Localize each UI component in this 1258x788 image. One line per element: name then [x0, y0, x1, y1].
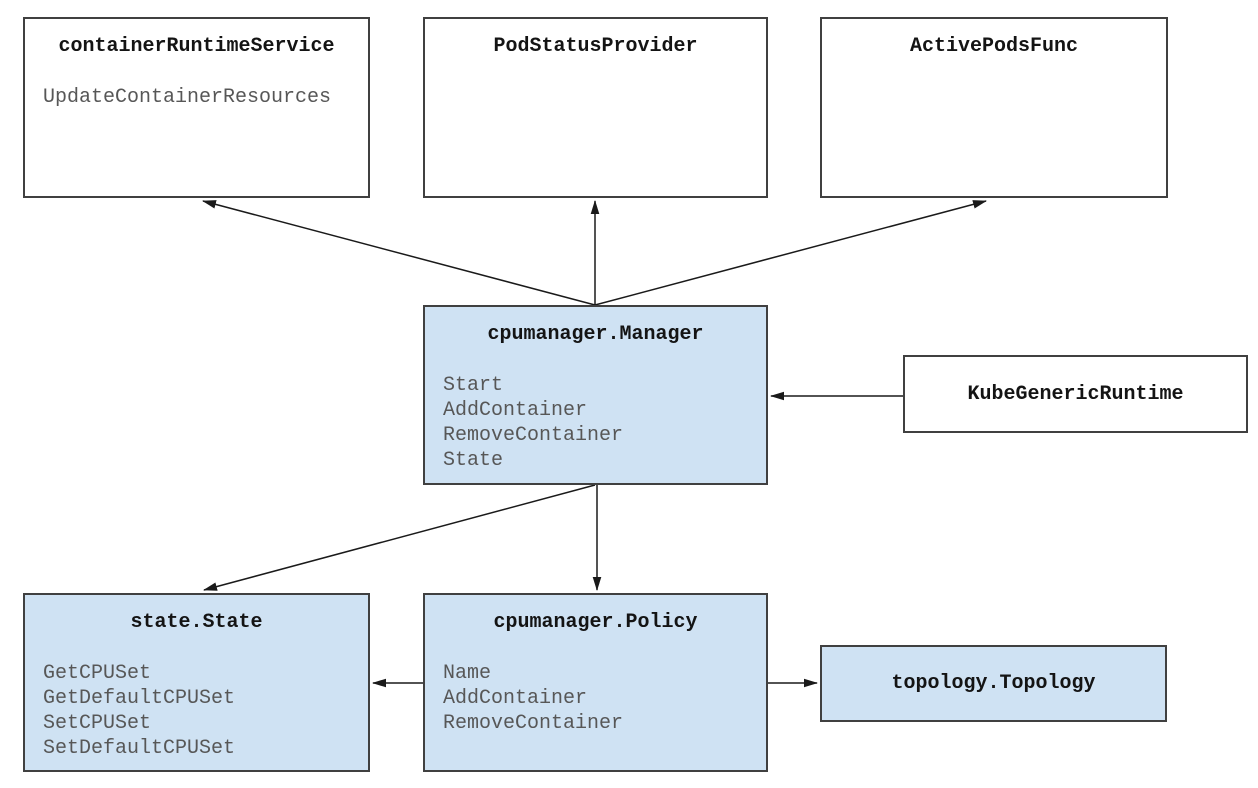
node-active-pods-func: ActivePodsFunc [820, 17, 1168, 198]
node-title: PodStatusProvider [493, 35, 698, 58]
node-title: ActivePodsFunc [909, 35, 1079, 58]
arrow-manager-to-activepodsfunc [594, 200, 987, 306]
node-pod-status-provider: PodStatusProvider [423, 17, 768, 198]
node-methods: Start AddContainer RemoveContainer State [443, 374, 624, 472]
node-topology-topology: topology.Topology [820, 645, 1167, 722]
node-cpumanager-manager: cpumanager.Manager Start AddContainer Re… [423, 305, 768, 485]
node-kube-generic-runtime: KubeGenericRuntime [903, 355, 1248, 433]
node-container-runtime-service: containerRuntimeService UpdateContainerR… [23, 17, 370, 198]
node-title: topology.Topology [891, 672, 1096, 695]
node-title: cpumanager.Manager [487, 323, 704, 346]
node-methods: Name AddContainer RemoveContainer [443, 662, 624, 735]
node-title: containerRuntimeService [58, 35, 335, 58]
arrow-manager-to-containerruntimeservice [202, 200, 596, 306]
node-cpumanager-policy: cpumanager.Policy Name AddContainer Remo… [423, 593, 768, 772]
arrow-manager-to-statestate [203, 484, 596, 591]
node-methods: UpdateContainerResources [43, 86, 332, 109]
node-state-state: state.State GetCPUSet GetDefaultCPUSet S… [23, 593, 370, 772]
node-methods: GetCPUSet GetDefaultCPUSet SetCPUSet Set… [43, 662, 236, 760]
node-title: cpumanager.Policy [493, 611, 698, 634]
node-title: KubeGenericRuntime [967, 382, 1184, 406]
node-title: state.State [130, 611, 263, 634]
